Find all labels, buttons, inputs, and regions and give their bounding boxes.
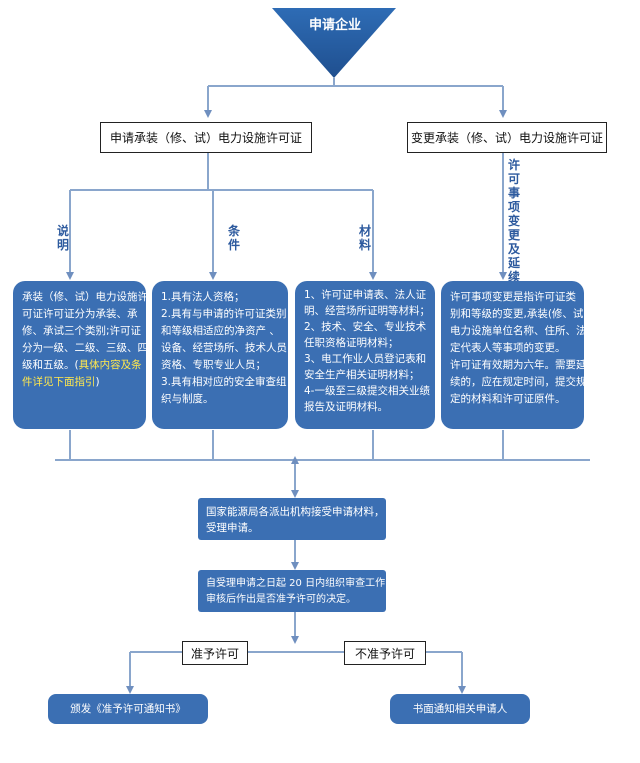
- label-change: 许可事项变更及延续: [507, 158, 520, 284]
- label-tiaojian: 条件: [227, 224, 240, 252]
- mat-line: 3、电工作业人员登记表和: [304, 353, 427, 365]
- decision-approve: 准予许可: [182, 641, 248, 665]
- label-cailiao: 材料: [358, 224, 371, 252]
- accept-line: 受理申请。: [206, 522, 259, 534]
- change-line: 许可证有效期为六年。需要延: [450, 359, 587, 371]
- decision-reject: 不准予许可: [344, 641, 426, 665]
- change-line: 电力设施单位名称、住所、法: [450, 325, 587, 337]
- desc-line-with-highlight: 级和五级。(具体内容及条: [22, 357, 142, 374]
- mat-line: 2、技术、安全、专业技术: [304, 321, 427, 333]
- change-line: 定代表人等事项的变更。: [450, 342, 566, 354]
- change-line: 许可事项变更是指许可证类: [450, 291, 576, 303]
- cond-line: 3.具有相对应的安全审查组: [161, 376, 287, 388]
- box-description: 承装（修、试）电力设施许 可证许可证分为承装、承 修、承试三个类别;许可证 分为…: [13, 281, 148, 429]
- change-line: 续的，应在规定时间，提交规: [450, 376, 587, 388]
- review-line: 审核后作出是否准予许可的决定。: [206, 594, 356, 605]
- desc-line: 分为一级、二级、三级、四: [22, 342, 148, 354]
- desc-line: 修、承试三个类别;许可证: [22, 325, 142, 337]
- cond-line: 2.具有与申请的许可证类别: [161, 308, 287, 320]
- desc-line: 承装（修、试）电力设施许: [22, 291, 148, 303]
- desc-line-with-highlight: 件详见下面指引): [22, 374, 137, 391]
- accept-line: 国家能源局各派出机构接受申请材料，: [206, 506, 385, 518]
- box-materials: 1、许可证申请表、法人证 明、经营场所证明等材料； 2、技术、安全、专业技术 任…: [295, 281, 435, 429]
- step-review: 自受理申请之日起 20 日内组织审查工作， 审核后作出是否准予许可的决定。: [198, 570, 396, 612]
- result-notify-applicant: 书面通知相关申请人: [390, 694, 530, 724]
- box-change-renewal: 许可事项变更是指许可证类 别和等级的变更,承装(修、试) 电力设施单位名称、住所…: [441, 281, 588, 429]
- review-line: 自受理申请之日起 20 日内组织审查工作，: [206, 578, 396, 589]
- box-conditions: 1.具有法人资格； 2.具有与申请的许可证类别 和等级相适应的净资产 、 设备、…: [152, 281, 288, 429]
- mat-line: 4-一级至三级提交相关业绩: [304, 385, 430, 397]
- title-triangle: [272, 8, 396, 78]
- change-line: 定的材料和许可证原件。: [450, 393, 566, 405]
- mat-line: 1、许可证申请表、法人证: [304, 289, 427, 301]
- cond-line: 设备、经营场所、技术人员: [161, 342, 287, 354]
- branch-apply-license: 申请承装（修、试）电力设施许可证: [100, 122, 312, 153]
- desc-line: 可证许可证分为承装、承: [22, 308, 138, 320]
- desc-line: 级和五级。(: [22, 359, 79, 371]
- cond-line: 资格、专职专业人员；: [161, 359, 266, 371]
- cond-line: 和等级相适应的净资产 、: [161, 325, 280, 337]
- mat-line: 安全生产相关证明材料；: [304, 369, 420, 381]
- mat-line: 任职资格证明材料；: [304, 337, 399, 349]
- branch-change-license: 变更承装（修、试）电力设施许可证: [407, 122, 607, 153]
- step-accept-application: 国家能源局各派出机构接受申请材料， 受理申请。: [198, 498, 386, 540]
- cond-line: 织与制度。: [161, 393, 214, 405]
- title-applicant: 申请企业: [308, 18, 361, 33]
- mat-line: 报告及证明材料。: [304, 401, 388, 413]
- cond-line: 1.具有法人资格；: [161, 291, 245, 303]
- desc-tail: ): [95, 376, 100, 388]
- desc-highlight: 件详见下面指引: [22, 376, 96, 388]
- desc-highlight: 具体内容及条: [78, 359, 142, 371]
- change-line: 别和等级的变更,承装(修、试): [450, 308, 588, 320]
- mat-line: 明、经营场所证明等材料；: [304, 305, 430, 317]
- label-shuoming: 说明: [56, 224, 69, 252]
- result-issue-notice: 颁发《准予许可通知书》: [48, 694, 208, 724]
